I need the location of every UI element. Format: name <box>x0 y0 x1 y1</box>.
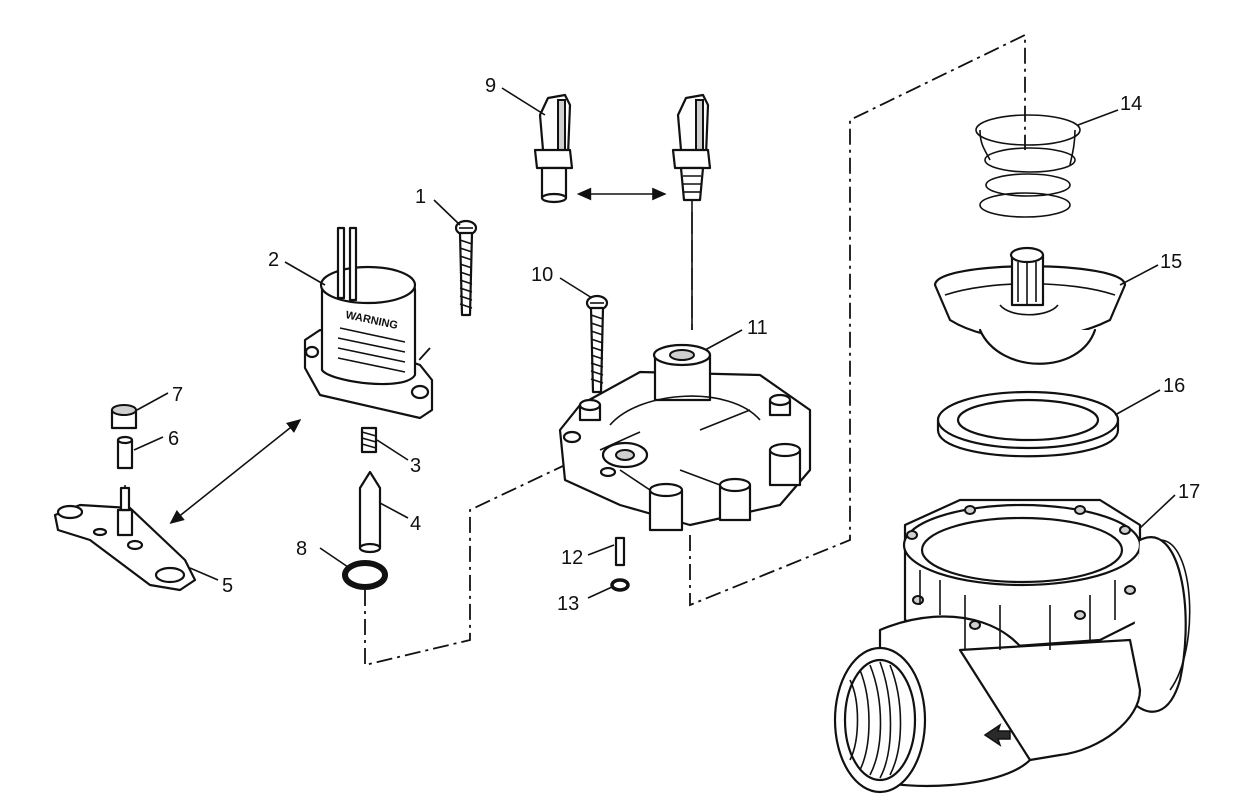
callout-7: 7 <box>172 384 183 406</box>
part-15-diaphragm <box>933 246 1127 365</box>
part-12-pin <box>614 536 626 567</box>
part-17-valve-body <box>833 498 1191 794</box>
part-16-seal-ring <box>936 390 1120 458</box>
body-bolt-holes <box>906 505 1136 630</box>
knob-short <box>533 93 574 204</box>
callout-3: 3 <box>410 455 421 477</box>
part-9-bleed-knobs <box>533 93 712 330</box>
bonnet-bosses <box>562 393 802 532</box>
part-13-small-o-ring <box>610 578 630 592</box>
callout-17: 17 <box>1178 481 1200 503</box>
part-7-cap <box>110 404 138 430</box>
part-6-pin <box>116 435 134 470</box>
leader-lines <box>133 87 1176 599</box>
callout-1: 1 <box>415 186 426 208</box>
callout-5: 5 <box>222 575 233 597</box>
callout-12: 12 <box>561 547 583 569</box>
part-11-bonnet <box>558 343 812 532</box>
callout-9: 9 <box>485 75 496 97</box>
part-5-lever-plate <box>53 485 197 592</box>
callout-6: 6 <box>168 428 179 450</box>
callout-4: 4 <box>410 513 421 535</box>
part-2-solenoid: WARNING <box>303 226 434 420</box>
part-14-spring <box>975 114 1081 218</box>
part-8-o-ring <box>342 560 388 590</box>
callout-11: 11 <box>747 317 768 339</box>
part-10-screw <box>585 294 609 394</box>
callout-8: 8 <box>296 538 307 560</box>
knob-long <box>671 93 712 330</box>
callout-14: 14 <box>1120 93 1142 115</box>
callout-numbers: 1 2 3 4 5 6 7 8 9 10 11 12 13 14 15 16 1… <box>168 75 1200 615</box>
callout-15: 15 <box>1160 251 1182 273</box>
part-3-spring <box>360 426 378 454</box>
part-1-screw <box>454 219 478 317</box>
callout-13: 13 <box>557 593 579 615</box>
callout-16: 16 <box>1163 375 1185 397</box>
callout-2: 2 <box>268 249 279 271</box>
callout-10: 10 <box>531 264 553 286</box>
part-4-plunger <box>358 470 382 554</box>
